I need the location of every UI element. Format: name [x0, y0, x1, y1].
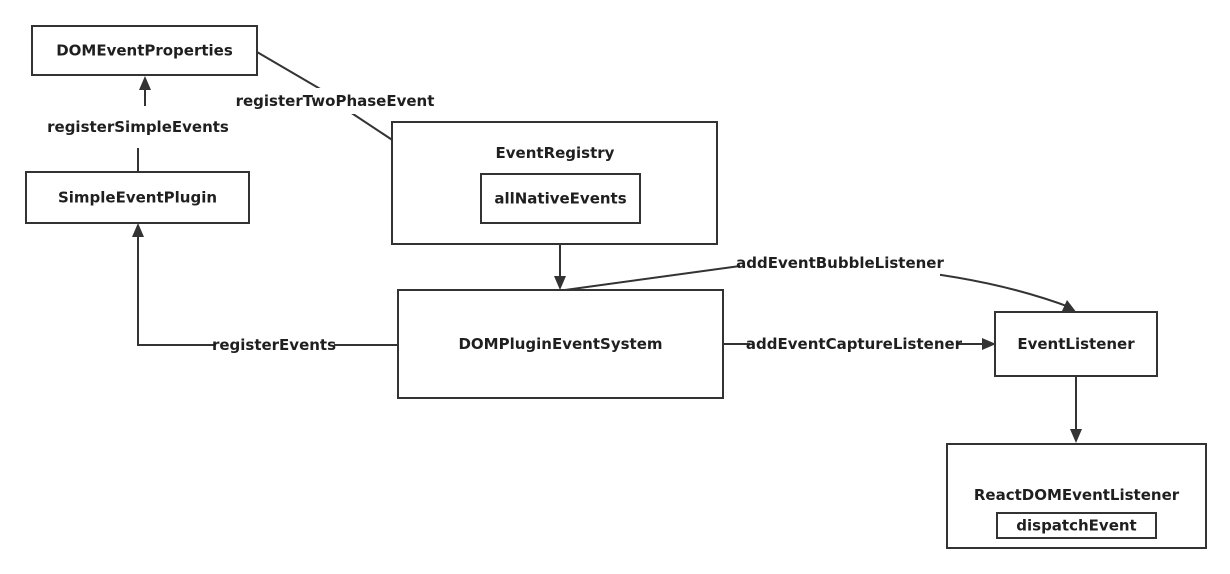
edge-register-events — [132, 223, 398, 346]
all-native-events-label: allNativeEvents — [494, 190, 626, 208]
edge-label-register-two-phase-event: registerTwoPhaseEvent — [236, 88, 435, 114]
dom-plugin-event-system-label: DOMPluginEventSystem — [458, 335, 662, 353]
node-simple-event-plugin: SimpleEventPlugin — [25, 171, 250, 224]
node-event-listener: EventListener — [994, 311, 1158, 377]
arrowhead-up-icon — [132, 223, 144, 237]
simple-event-plugin-label: SimpleEventPlugin — [58, 189, 217, 207]
register-simple-events-label: registerSimpleEvents — [47, 118, 229, 136]
register-two-phase-event-label: registerTwoPhaseEvent — [236, 92, 435, 110]
event-registry-label: EventRegistry — [496, 144, 615, 162]
node-dispatch-event: dispatchEvent — [996, 512, 1157, 539]
edge-label-add-event-capture-listener: addEventCaptureListener — [746, 331, 963, 357]
node-dom-event-properties: DOMEventProperties — [31, 25, 258, 76]
register-events-label: registerEvents — [212, 336, 336, 354]
add-event-bubble-listener-label: addEventBubbleListener — [736, 254, 944, 272]
edge-listener-to-react-dom-listener — [1070, 377, 1082, 443]
react-dom-event-listener-label: ReactDOMEventListener — [974, 486, 1180, 504]
node-react-dom-event-listener: ReactDOMEventListener dispatchEvent — [946, 443, 1207, 549]
edge-label-add-event-bubble-listener: addEventBubbleListener — [736, 250, 944, 276]
node-event-registry: EventRegistry allNativeEvents — [391, 121, 718, 245]
dom-event-properties-label: DOMEventProperties — [56, 42, 233, 60]
arrowhead-down-icon — [554, 276, 566, 290]
arrowhead-down-icon — [1070, 429, 1082, 443]
edge-label-register-simple-events: registerSimpleEvents — [47, 114, 229, 140]
node-dom-plugin-event-system: DOMPluginEventSystem — [397, 289, 724, 399]
arrowhead-up-icon — [139, 76, 151, 90]
arrowhead-right-icon — [982, 338, 996, 350]
node-all-native-events: allNativeEvents — [480, 173, 641, 224]
edge-register-simple-events — [137, 76, 151, 172]
arrowhead-right-down-icon — [1062, 300, 1077, 313]
dispatch-event-label: dispatchEvent — [1016, 517, 1136, 535]
add-event-capture-listener-label: addEventCaptureListener — [746, 335, 963, 353]
event-listener-label: EventListener — [1017, 335, 1135, 353]
edge-label-register-events: registerEvents — [212, 332, 336, 358]
